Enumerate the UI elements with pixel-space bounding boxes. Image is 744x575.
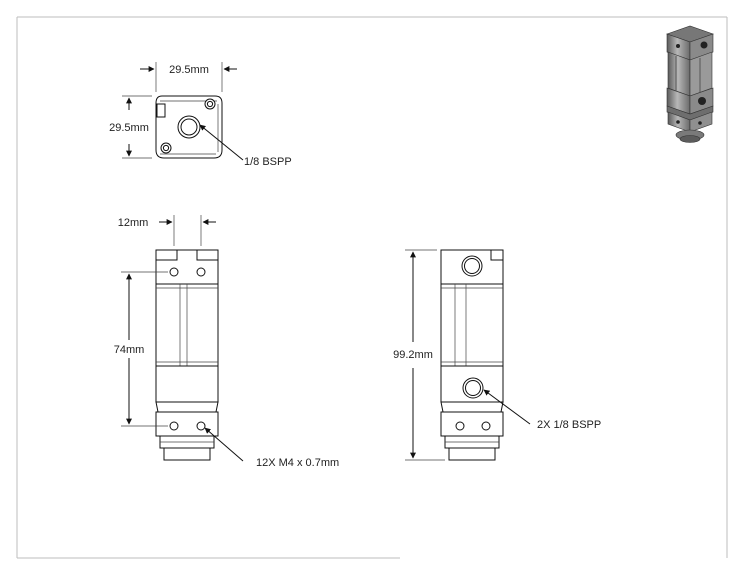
top-view-height-label: 29.5mm	[109, 122, 149, 134]
side-thread-hole-1	[455, 421, 465, 431]
front-thread-hole-1	[169, 267, 179, 277]
front-thread-hole-2	[196, 267, 206, 277]
front-thread-callout: 12X M4 x 0.7mm	[256, 457, 339, 469]
top-view-width-label: 29.5mm	[169, 64, 209, 76]
side-port-top-inner	[464, 258, 480, 274]
front-top-tab-right	[196, 249, 219, 261]
side-top-tab-right	[490, 249, 504, 261]
front-taper	[155, 401, 219, 413]
side-port-bottom-inner	[465, 380, 481, 396]
front-top-dim-label: 12mm	[118, 217, 149, 229]
sheet-border	[16, 16, 728, 559]
top-view-port-callout: 1/8 BSPP	[244, 156, 292, 168]
side-view: 99.2mm 2X 1/8 BSPP	[393, 249, 601, 461]
side-base-block	[440, 411, 504, 437]
side-port-callout: 2X 1/8 BSPP	[537, 419, 601, 431]
front-thread-hole-4	[196, 421, 206, 431]
side-thread-hole-2	[481, 421, 491, 431]
front-foot	[163, 447, 211, 461]
port-hole-inner	[180, 118, 198, 136]
top-view: 29.5mm 29.5mm 1/8 BSPP	[109, 62, 292, 168]
front-view: 12mm 74mm 12X M4 x 0.7mm	[114, 215, 339, 469]
front-lower-block	[155, 365, 219, 403]
top-view-tab	[156, 103, 166, 118]
front-length-label: 74mm	[114, 344, 145, 356]
side-taper	[440, 401, 504, 413]
front-thread-hole-3	[169, 421, 179, 431]
front-top-tab-left	[155, 249, 178, 261]
isometric-valve-render-icon	[666, 25, 714, 143]
mount-hole-bl-inner	[162, 144, 170, 152]
side-length-label: 99.2mm	[393, 349, 433, 361]
side-body	[440, 283, 504, 367]
side-foot	[448, 447, 496, 461]
mount-hole-tr-inner	[206, 100, 214, 108]
front-base-block	[155, 411, 219, 437]
